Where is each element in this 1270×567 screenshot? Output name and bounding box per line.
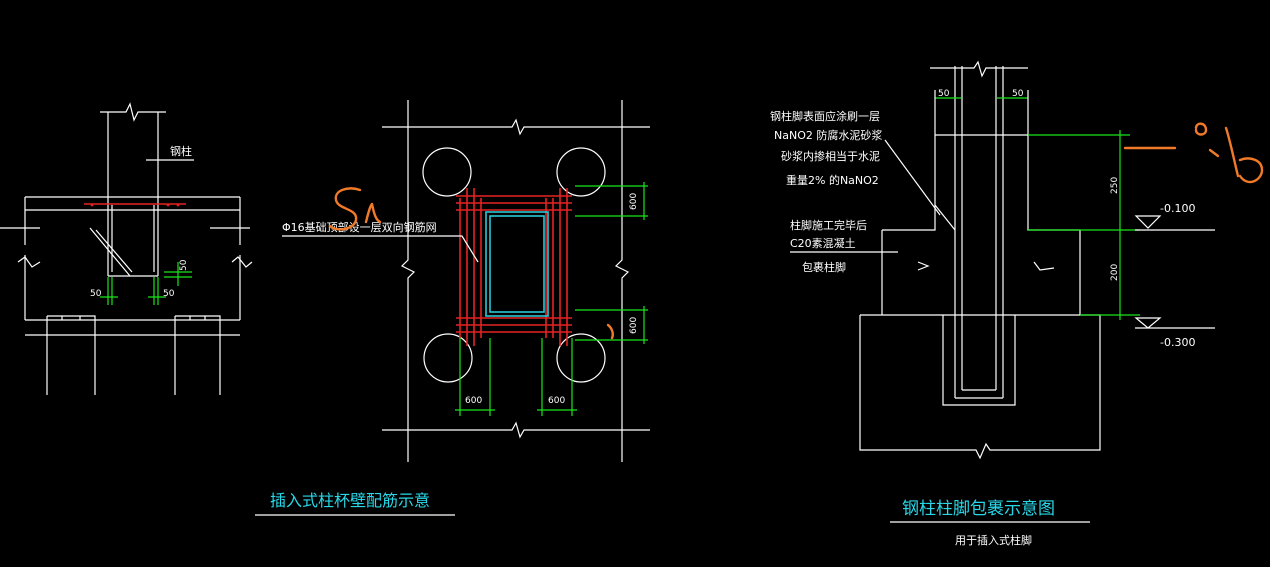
note-line-4: 重量2% 的NaNO2 [786,173,879,187]
left-section-detail [0,102,253,395]
dim-250: 250 [1110,177,1120,194]
note-line-3: 砂浆内掺相当于水泥 [781,149,880,163]
right-section-detail [790,60,1215,523]
elevation-upper: -0.100 [1160,202,1195,215]
dim-200: 200 [1110,264,1120,281]
note-line-7: 包裹柱脚 [802,260,846,274]
middle-title: 插入式柱杯壁配筋示意 [270,491,430,510]
rebar-note: Φ16基础顶部设一层双向钢筋网 [282,220,437,234]
dim-top-right-50: 50 [1012,89,1024,99]
dim-mid-50: 50 [163,289,175,299]
note-line-2: NaNO2 防腐水泥砂浆 [774,128,882,142]
dim-top-left-50: 50 [938,89,950,99]
right-subtitle: 用于插入式柱脚 [955,533,1032,547]
dim-left-50: 50 [90,289,102,299]
dim-600-bottom-left: 600 [465,396,482,406]
steel-column-label: 钢柱 [170,144,192,158]
note-line-5: 柱脚施工完毕后 [790,218,867,232]
dim-600-right-top: 600 [629,193,639,210]
dim-600-bottom-right: 600 [548,396,565,406]
right-title: 钢柱柱脚包裹示意图 [902,499,1055,519]
note-line-1: 钢柱脚表面应涂刷一层 [770,109,880,123]
middle-plan-detail [255,100,650,516]
dim-600-right-bottom: 600 [629,317,639,334]
dim-right-50: 50 [179,259,189,271]
note-line-6: C20素混凝土 [790,236,856,250]
elevation-lower: -0.300 [1160,336,1195,349]
handwritten-annotation [328,122,1264,340]
